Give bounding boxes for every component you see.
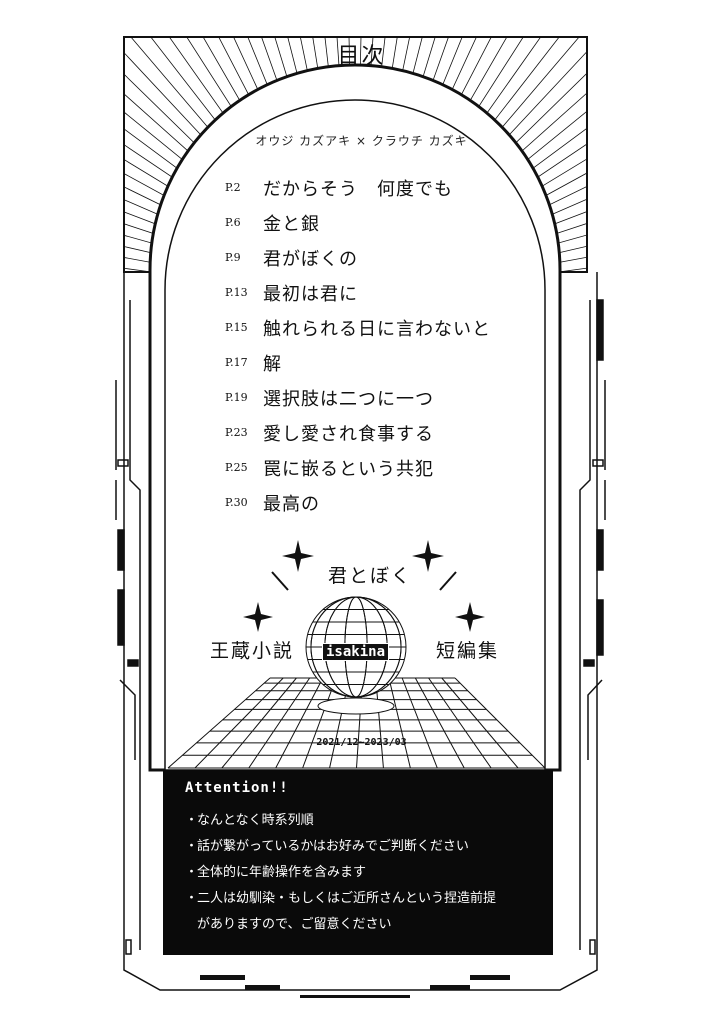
attention-item-text: 全体的に年齢操作を含みます: [197, 865, 367, 880]
bullet-icon: ・: [185, 839, 199, 854]
toc-title: 君がぼくの: [263, 248, 358, 270]
toc-title: 選択肢は二つに一つ: [263, 388, 434, 410]
page-title: 目次: [337, 44, 386, 69]
grid-line: [454, 677, 546, 769]
ray-line: [124, 257, 206, 272]
toc-row: P.17 解: [225, 345, 585, 380]
date-range: 2021/12~2023/03: [316, 737, 407, 748]
toc-page: P.6: [225, 216, 241, 229]
bullet-icon: ・: [185, 813, 199, 828]
grid-line: [248, 677, 311, 769]
attention-item-text: 話が繋がっているかはお好みでご判断ください: [197, 839, 469, 854]
grid-line: [428, 677, 492, 769]
attention-item-text: 二人は幼馴染・もしくはご近所さんという捏造前提: [197, 891, 497, 906]
toc-row: P.2 だからそう 何度でも: [225, 170, 585, 205]
toc-title: 最初は君に: [263, 283, 358, 305]
toc-page: P.19: [225, 391, 248, 404]
toc-title: 解: [263, 353, 282, 375]
toc-row: P.6 金と銀: [225, 205, 585, 240]
toc-title: 金と銀: [263, 213, 320, 235]
logo-text: isakina: [322, 643, 390, 661]
grid-line: [401, 677, 438, 769]
toc-row: P.19 選択肢は二つに一つ: [225, 380, 585, 415]
toc-page: P.15: [225, 321, 248, 334]
accent-strokes: [271, 571, 457, 591]
grid-line: [167, 677, 271, 769]
toc-title: 最高の: [263, 493, 320, 515]
logo-wrap: isakina: [322, 641, 390, 661]
arch-inner: [164, 99, 546, 771]
toc-title: だからそう 何度でも: [263, 178, 453, 200]
grid-line: [388, 677, 411, 769]
grid-line: [302, 677, 337, 769]
deco-right-text: 短編集: [436, 640, 500, 662]
bullet-icon: ・: [185, 865, 199, 880]
grid-line: [194, 677, 284, 769]
pairing-subtitle: オウジ カズアキ × クラウチ カズキ: [255, 134, 468, 148]
toc-title: 愛し愛され食事する: [263, 423, 434, 445]
list-item: ・なんとなく時系列順: [185, 808, 545, 834]
bottom-ornament: [200, 975, 510, 998]
toc-row: P.25 罠に嵌るという共犯: [225, 450, 585, 485]
toc-row: P.30 最高の: [225, 485, 585, 520]
grid-line: [414, 677, 465, 769]
list-item: ・全体的に年齢操作を含みます: [185, 860, 545, 886]
list-item: ・二人は幼馴染・もしくはご近所さんという捏造前提: [185, 886, 545, 912]
grid-line: [275, 677, 324, 769]
toc-title: 罠に嵌るという共犯: [263, 458, 434, 480]
grid-line: [375, 677, 384, 769]
ray-line: [555, 267, 587, 272]
side-ornament-right: [579, 299, 606, 955]
attention-panel: Attention!! ・なんとなく時系列順 ・話が繋がっているかはお好みでご判…: [163, 770, 553, 955]
grid-line: [221, 677, 297, 769]
side-ornament-left: [115, 272, 598, 991]
bullet-icon: ・: [185, 891, 199, 906]
toc-row: P.13 最初は君に: [225, 275, 585, 310]
grid-line: [441, 677, 519, 769]
sparkle-icons: [243, 540, 485, 632]
toc-row: P.23 愛し愛され食事する: [225, 415, 585, 450]
toc-page: P.25: [225, 461, 248, 474]
toc-page: P.30: [225, 496, 248, 509]
attention-list: ・なんとなく時系列順 ・話が繋がっているかはお好みでご判断ください ・全体的に年…: [185, 808, 545, 938]
deco-left-text: 王蔵小説: [210, 640, 295, 662]
toc-page: P.17: [225, 356, 248, 369]
ray-line: [124, 267, 155, 272]
toc-page: P.23: [225, 426, 248, 439]
toc-row: P.15 触れられる日に言わないと: [225, 310, 585, 345]
list-item: ・話が繋がっているかはお好みでご判断ください: [185, 834, 545, 860]
deco-top-text: 君とぼく: [328, 565, 413, 587]
list-item-continuation: がありますので、ご留意ください: [197, 917, 392, 932]
toc-page: P.2: [225, 181, 241, 194]
globe-shadow: [317, 697, 395, 715]
toc-row: P.9 君がぼくの: [225, 240, 585, 275]
toc-title: 触れられる日に言わないと: [263, 318, 491, 340]
toc-page: P.13: [225, 286, 248, 299]
attention-heading: Attention!!: [185, 780, 289, 796]
ray-line: [504, 256, 587, 272]
toc-page: P.9: [225, 251, 241, 264]
attention-item-text: なんとなく時系列順: [197, 813, 314, 828]
